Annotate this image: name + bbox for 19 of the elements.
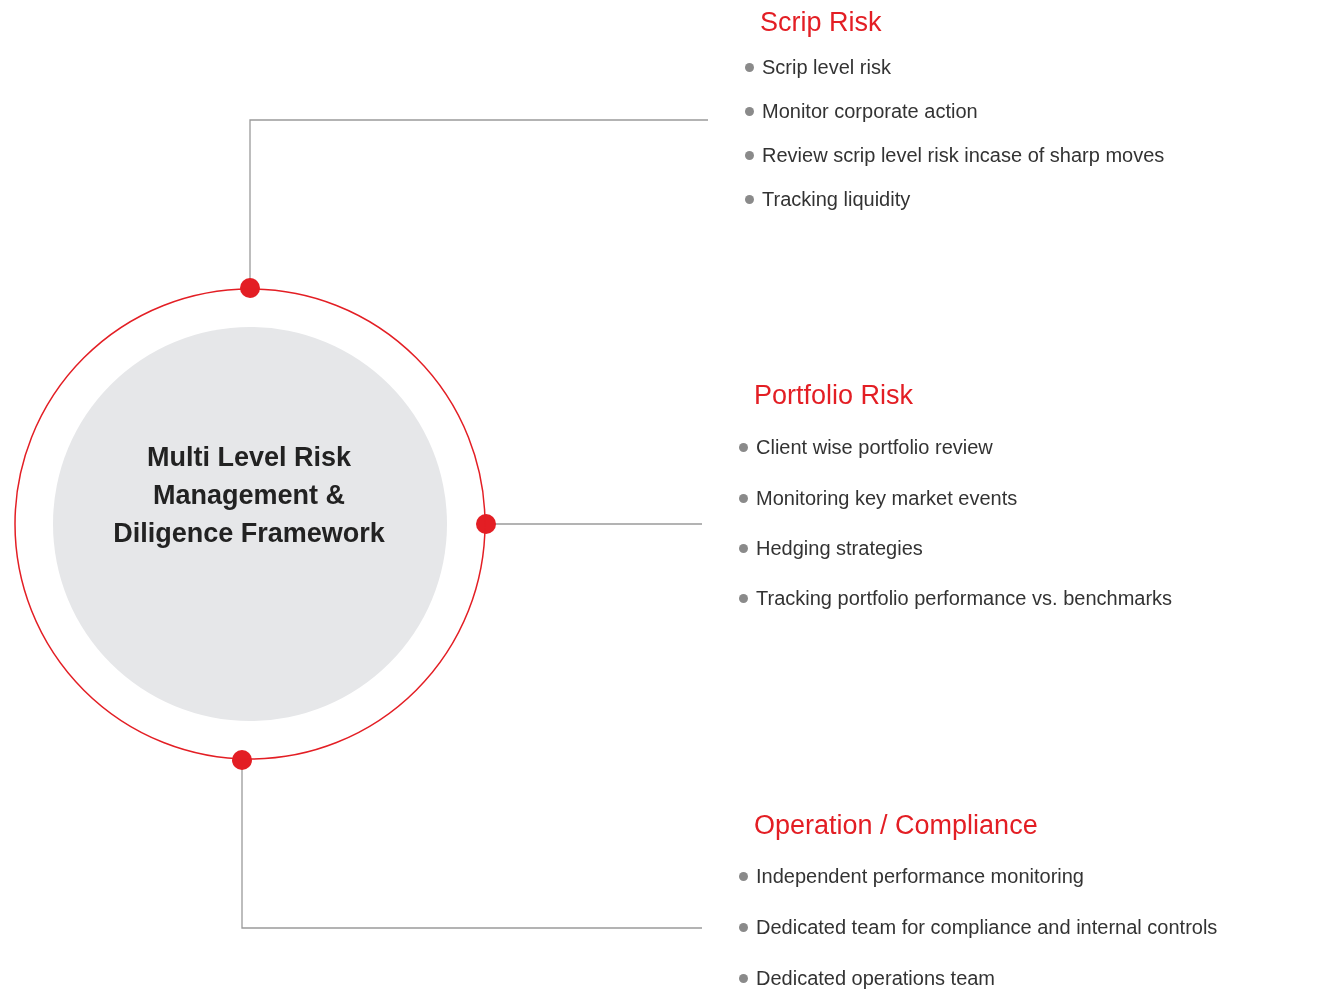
bullet-text: Review scrip level risk incase of sharp moves xyxy=(762,143,1165,168)
framework-circle xyxy=(14,288,486,760)
bullet-text: Dedicated operations team xyxy=(756,966,996,990)
bullet-text: Hedging strategies xyxy=(756,536,923,561)
framework-title: Multi Level Risk Management & Diligence Framework xyxy=(112,441,386,550)
bullet-text: Tracking liquidity xyxy=(762,187,911,212)
category-heading: Scrip Risk xyxy=(760,6,882,38)
connector-line xyxy=(240,119,709,298)
bullet-text: Monitoring key market events xyxy=(756,486,1018,511)
connector-line xyxy=(476,514,703,534)
connector-line xyxy=(232,750,703,929)
category-heading: Portfolio Risk xyxy=(754,379,914,411)
bullet-text: Dedicated team for compliance and internal controls xyxy=(756,915,1218,940)
bullet-text: Independent performance monitoring xyxy=(756,864,1084,889)
bullet-text: Client wise portfolio review xyxy=(756,435,993,460)
category-heading: Operation / Compliance xyxy=(754,809,1038,841)
bullet-text: Scrip level risk xyxy=(762,55,891,80)
bullet-text: Monitor corporate action xyxy=(762,99,978,124)
bullet-text: Tracking portfolio performance vs. benchmarks xyxy=(756,586,1173,611)
